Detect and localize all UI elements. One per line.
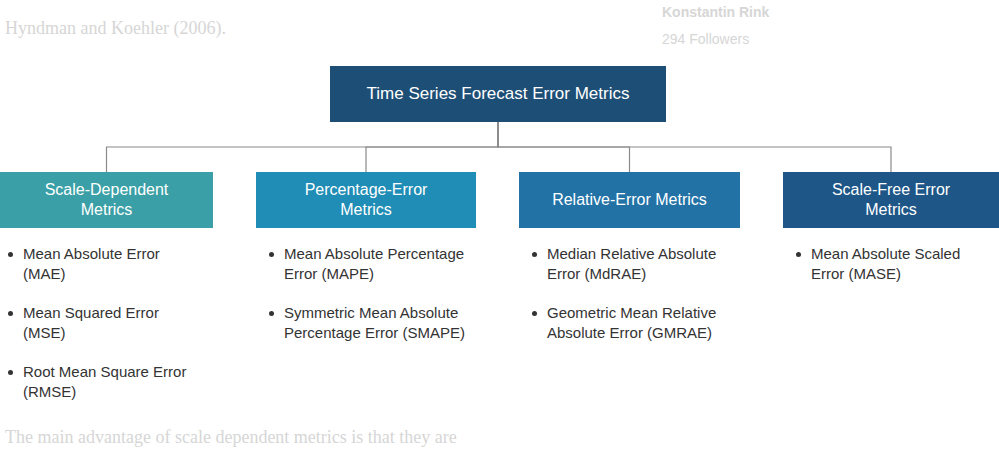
category-box: Scale-Free Error Metrics xyxy=(783,172,999,228)
bullet-dot xyxy=(532,252,537,257)
category-box: Percentage-Error Metrics xyxy=(256,172,476,228)
metric-name: Mean Squared Error (MSE) xyxy=(23,303,198,343)
box-title: Scale-Dependent Metrics xyxy=(32,180,182,220)
background-text: 294 Followers xyxy=(662,31,749,47)
bullet-dot xyxy=(269,252,274,257)
background-text: Hyndman and Koehler (2006). xyxy=(5,18,226,39)
bullet-item: Mean Squared Error (MSE) xyxy=(8,303,198,343)
bullet-item: Root Mean Square Error (RMSE) xyxy=(8,362,198,402)
bullet-list: Median Relative Absolute Error (MdRAE) Ge… xyxy=(532,244,737,362)
metric-name: Mean Absolute Percentage Error (MAPE) xyxy=(284,244,469,284)
bullet-dot xyxy=(532,311,537,316)
box-title: Percentage-Error Metrics xyxy=(281,180,451,220)
bullet-list: Mean Absolute Scaled Error (MASE) xyxy=(796,244,994,303)
category-box: Scale-Dependent Metrics xyxy=(0,172,213,228)
tree-connector xyxy=(107,122,499,172)
bullet-item: Mean Absolute Percentage Error (MAPE) xyxy=(269,244,469,284)
metric-name: Mean Absolute Scaled Error (MASE) xyxy=(811,244,994,284)
tree-connector xyxy=(366,122,498,172)
metric-name: Median Relative Absolute Error (MdRAE) xyxy=(547,244,737,284)
bullet-dot xyxy=(796,252,801,257)
bullet-list: Mean Absolute Error (MAE) Mean Squared Er… xyxy=(8,244,198,421)
bullet-item: Mean Absolute Scaled Error (MASE) xyxy=(796,244,994,284)
bullet-dot xyxy=(8,370,13,375)
background-text: Konstantin Rink xyxy=(662,4,769,20)
box-title: Scale-Free Error Metrics xyxy=(816,180,966,220)
metric-name: Geometric Mean Relative Absolute Error (… xyxy=(547,303,737,343)
bullet-item: Median Relative Absolute Error (MdRAE) xyxy=(532,244,737,284)
bullet-dot xyxy=(8,252,13,257)
tree-connector xyxy=(498,122,891,172)
bullet-list: Mean Absolute Percentage Error (MAPE) Sym… xyxy=(269,244,469,362)
category-box: Relative-Error Metrics xyxy=(519,172,740,228)
metric-name: Root Mean Square Error (RMSE) xyxy=(23,362,198,402)
metric-name: Symmetric Mean Absolute Percentage Error… xyxy=(284,303,469,343)
bullet-item: Mean Absolute Error (MAE) xyxy=(8,244,198,284)
background-text: The main advantage of scale dependent me… xyxy=(5,427,457,448)
bullet-item: Symmetric Mean Absolute Percentage Error… xyxy=(269,303,469,343)
bullet-item: Geometric Mean Relative Absolute Error (… xyxy=(532,303,737,343)
metric-name: Mean Absolute Error (MAE) xyxy=(23,244,198,284)
box-title: Relative-Error Metrics xyxy=(552,190,707,210)
bullet-dot xyxy=(8,311,13,316)
box-title: Time Series Forecast Error Metrics xyxy=(367,83,630,104)
bullet-dot xyxy=(269,311,274,316)
root-box: Time Series Forecast Error Metrics xyxy=(330,66,666,122)
